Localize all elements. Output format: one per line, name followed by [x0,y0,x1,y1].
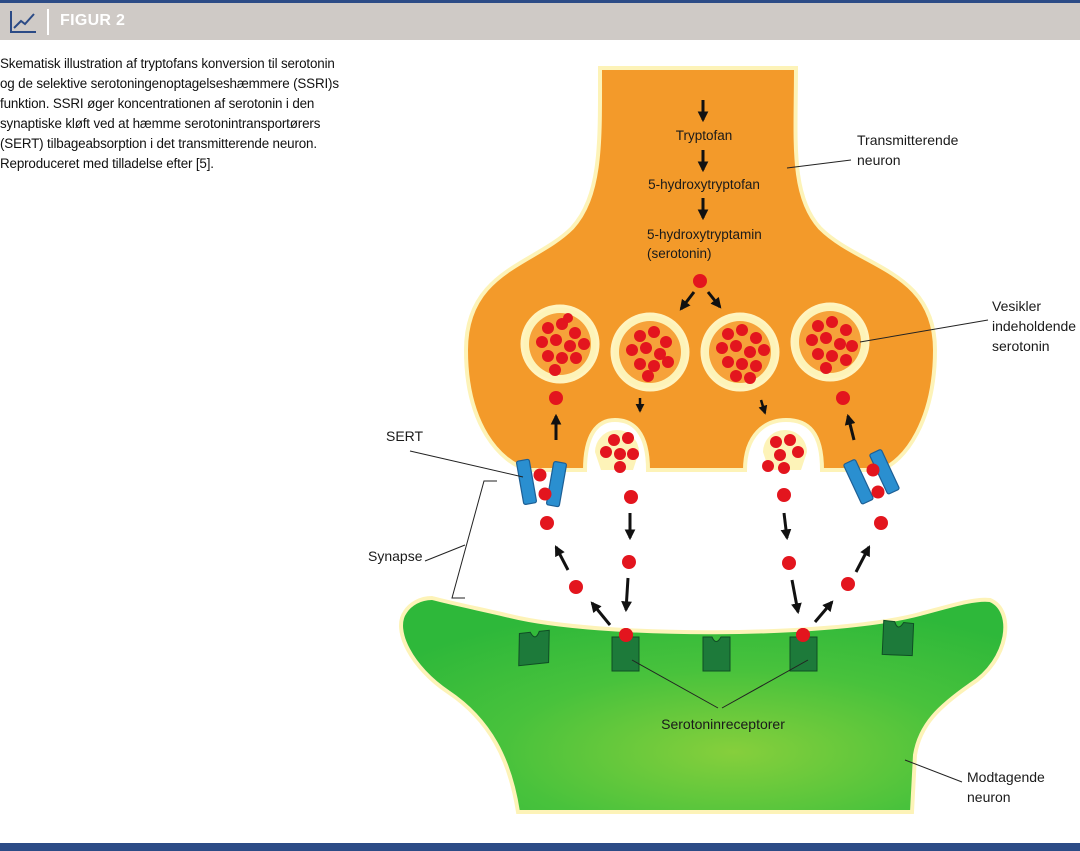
leader-line [859,319,989,343]
label-transmitting-neuron-2: neuron [857,152,901,168]
reuptake-arrow [854,545,871,573]
footer-bar [0,843,1080,851]
pathway-arrow [679,291,696,311]
vesicle [610,312,690,392]
leader-line [424,544,466,562]
serotonin-molecule [777,488,791,502]
sert-transporter-right [843,449,900,505]
serotonin-receptor [611,636,640,672]
serotonin-molecule [841,577,855,591]
serotonin-molecule [836,391,850,405]
pathway-label-5htp: 5-hydroxytryptofan [648,177,760,192]
figure-caption: Skematisk illustration af tryptofans kon… [0,54,345,174]
serotonin-molecule [619,628,633,642]
label-vesicles: Vesikler [992,298,1041,314]
serotonin-molecule [624,490,638,504]
serotonin-receptor [881,619,915,657]
pathway-label-tryptofan: Tryptofan [676,128,733,143]
serotonin-molecule [796,628,810,642]
serotonin-molecule [540,516,554,530]
sert-transporter-left [515,458,567,508]
leader-line [721,659,809,709]
label-sert: SERT [386,428,424,444]
pathway-arrow [706,291,722,309]
serotonin-molecule [874,516,888,530]
leader-line [904,759,963,783]
caption-text: Skematisk illustration af tryptofans kon… [0,56,339,151]
serotonin-receptor [702,636,731,672]
pathway-label-serotonin: (serotonin) [647,246,712,261]
reuptake-arrow [844,413,856,441]
header-separator [47,9,49,35]
label-synapse: Synapse [368,548,423,564]
reuptake-arrow [590,601,612,626]
leader-line [409,450,524,478]
caption-credit: Reproduceret med tilladelse efter [5]. [0,156,214,171]
label-receiving-neuron: Modtagende [967,769,1045,785]
figure-title: FIGUR 2 [60,12,126,29]
release-arrow [780,512,792,541]
serotonin-molecule [569,580,583,594]
transport-arrow [758,399,768,415]
serotonin-molecule [622,555,636,569]
leader-line [631,659,719,709]
serotonin-receptor [789,636,818,672]
receiving-neuron [399,595,1008,814]
label-receiving-neuron-2: neuron [967,789,1011,805]
label-vesicles-2: indeholdende [992,318,1076,334]
pathway-label-5ht: 5-hydroxytryptamin [647,227,762,242]
serotonin-molecule [782,556,796,570]
vesicle [790,302,870,382]
vesicle [520,304,600,384]
label-vesicles-3: serotonin [992,338,1050,354]
leader-line [786,159,852,169]
label-transmitting-neuron: Transmitterende [857,132,959,148]
release-arrow [621,577,632,613]
release-arrow [790,579,802,615]
synapse-bracket [451,480,497,599]
reuptake-arrow [813,600,834,623]
label-serotonin-receptors: Serotoninreceptorer [661,716,785,732]
release-vesicle [762,430,807,474]
serotonin-molecule [693,274,707,288]
line-chart-icon [10,11,36,33]
release-vesicle [595,430,639,473]
vesicle [700,312,780,392]
reuptake-arrow [554,545,570,571]
figure-header: FIGUR 2 [0,0,1080,40]
serotonin-receptor [518,629,550,667]
serotonin-molecule [549,391,563,405]
